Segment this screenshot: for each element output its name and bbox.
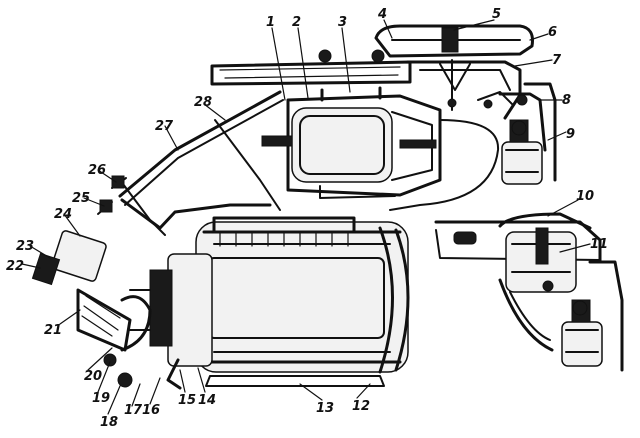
callout-18: 18 (100, 415, 118, 430)
callout-15: 15 (178, 393, 196, 408)
bolt-icon (371, 49, 385, 63)
callout-5: 5 (492, 7, 501, 22)
callout-4: 4 (377, 7, 387, 22)
detail-view (434, 212, 624, 372)
callout-28: 28 (194, 95, 212, 110)
callout-21: 21 (44, 323, 62, 338)
callout-7: 7 (552, 53, 562, 68)
leader-lines (21, 19, 591, 415)
callout-8: 8 (562, 93, 571, 108)
callout-23: 23 (16, 239, 34, 254)
callout-14: 14 (198, 393, 216, 408)
callout-16: 16 (142, 403, 160, 418)
main-drum-motor (195, 216, 410, 387)
callout-6: 6 (548, 25, 557, 40)
bolt-icon (318, 49, 332, 63)
starter-solenoid (31, 175, 152, 388)
callout-19: 19 (92, 391, 110, 406)
relay-9 (501, 119, 543, 185)
callout-22: 22 (6, 259, 24, 274)
callout-11: 11 (590, 237, 608, 252)
callout-9: 9 (566, 127, 575, 142)
callout-26: 26 (88, 163, 106, 178)
callout-1: 1 (266, 15, 275, 30)
callout-20: 20 (84, 369, 102, 384)
upper-motor (261, 86, 500, 211)
top-mounting-plate (210, 49, 412, 86)
callout-24: 24 (54, 207, 72, 222)
upper-switch-housing (374, 24, 557, 182)
end-cap-assembly (129, 253, 213, 390)
callout-27: 27 (155, 119, 174, 134)
cables (118, 90, 284, 236)
callout-labels: 1 2 3 4 5 6 7 8 9 10 11 12 13 14 15 16 1… (6, 7, 608, 430)
callout-2: 2 (292, 15, 301, 30)
callout-3: 3 (338, 15, 347, 30)
callout-13: 13 (316, 401, 334, 416)
callout-10: 10 (576, 189, 594, 204)
callout-25: 25 (72, 191, 90, 206)
callout-17: 17 (124, 403, 143, 418)
callout-12: 12 (352, 399, 370, 414)
